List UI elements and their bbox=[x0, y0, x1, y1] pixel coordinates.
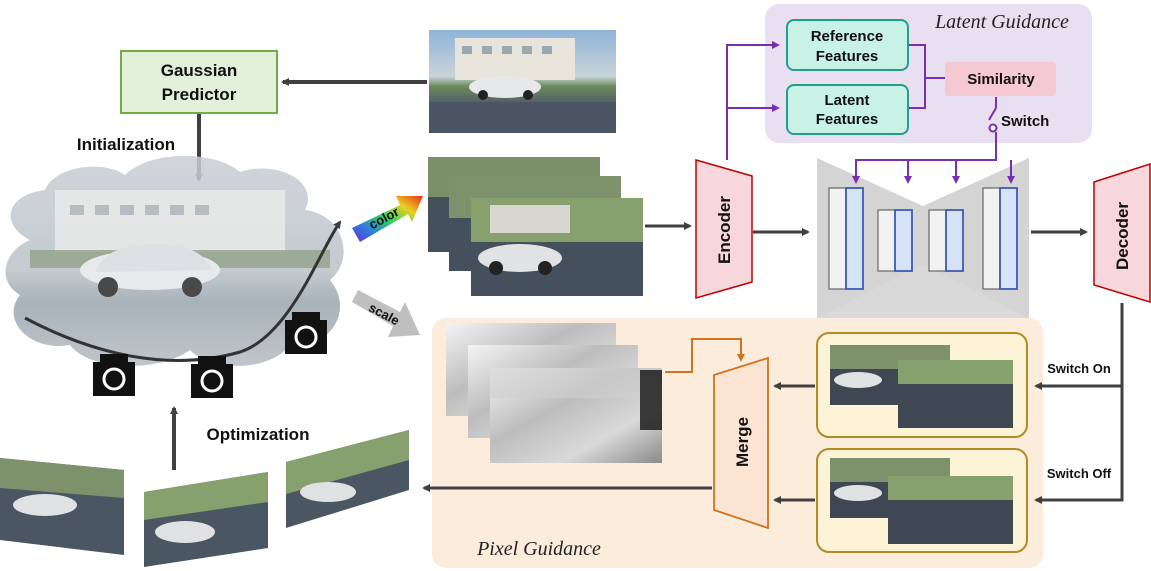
latent-guidance-title: Latent Guidance bbox=[934, 11, 1069, 33]
switch-on-image-stack bbox=[830, 345, 1013, 428]
merge-label: Merge bbox=[733, 417, 752, 467]
gaussian-predictor-box bbox=[120, 50, 278, 114]
switch-label: Switch bbox=[1001, 113, 1049, 130]
gaussian-predictor-label-2: Predictor bbox=[162, 85, 237, 104]
latent-features-label-2: Features bbox=[816, 111, 879, 128]
svg-text:Predictor: Predictor bbox=[162, 85, 237, 104]
decoder-label: Decoder bbox=[1113, 202, 1132, 270]
rendered-image-stack bbox=[428, 157, 643, 296]
merge-block bbox=[713, 356, 769, 530]
depth-map-stack bbox=[446, 323, 662, 463]
switch-wiring bbox=[1034, 303, 1124, 504]
camera-icon bbox=[285, 312, 327, 354]
reference-features-label-2: Features bbox=[816, 48, 879, 65]
switch-on-label: Switch On bbox=[1047, 361, 1111, 376]
novel-view-images bbox=[0, 430, 409, 567]
reference-features-box bbox=[786, 19, 909, 71]
similarity-box bbox=[945, 62, 1056, 96]
latent-guidance-wiring bbox=[726, 41, 1015, 184]
reference-features-label-1: Reference bbox=[811, 28, 884, 45]
unet-blocks bbox=[828, 187, 1018, 290]
switch-off-image-stack bbox=[830, 458, 1013, 544]
color-arrow: color bbox=[352, 196, 423, 242]
initialization-label: Initialization bbox=[77, 135, 175, 154]
svg-text:Gaussian: Gaussian bbox=[161, 61, 238, 80]
arrow-depth-to-merge bbox=[665, 338, 745, 373]
camera-trajectory bbox=[24, 220, 342, 362]
camera-icon bbox=[191, 356, 233, 398]
svg-text:Features: Features bbox=[816, 48, 879, 65]
svg-text:Latent: Latent bbox=[825, 92, 870, 109]
encoder-label: Encoder bbox=[715, 196, 734, 264]
latent-features-box bbox=[786, 84, 909, 135]
svg-text:Features: Features bbox=[816, 111, 879, 128]
optimization-label: Optimization bbox=[207, 425, 310, 444]
svg-text:Reference: Reference bbox=[811, 28, 884, 45]
gaussian-scene-cloud bbox=[5, 155, 344, 366]
camera-icon bbox=[93, 354, 135, 396]
encoder-block bbox=[695, 159, 753, 299]
input-photo bbox=[429, 30, 616, 133]
latent-features-label-1: Latent bbox=[825, 92, 870, 109]
similarity-label: Similarity bbox=[967, 71, 1035, 88]
pixel-guidance-title: Pixel Guidance bbox=[476, 538, 601, 560]
gaussian-predictor-label-1: Gaussian bbox=[161, 61, 238, 80]
switch-off-label: Switch Off bbox=[1047, 466, 1112, 481]
scale-arrow: scale bbox=[352, 290, 420, 337]
decoder-block bbox=[1093, 162, 1151, 304]
